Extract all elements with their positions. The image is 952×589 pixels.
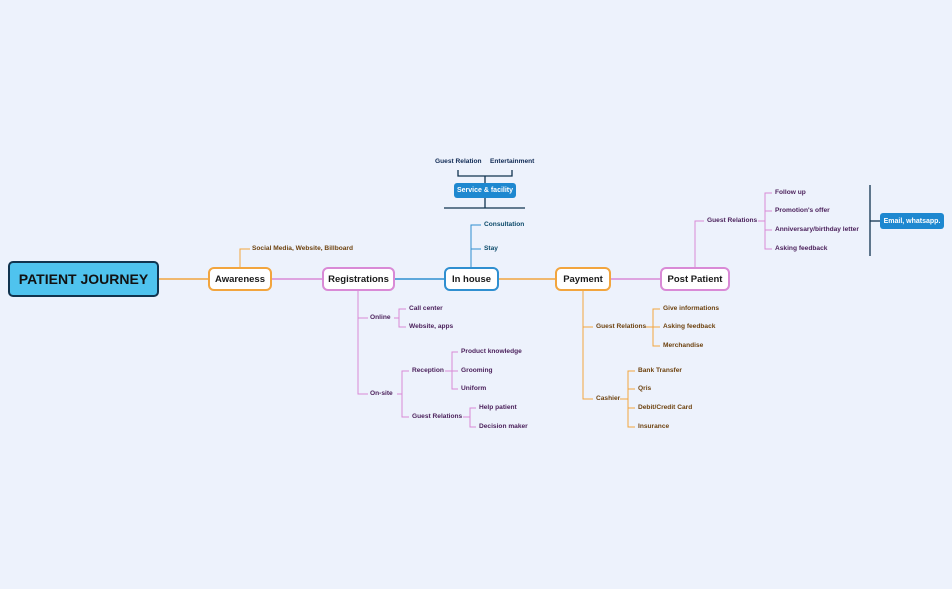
cashier-qris[interactable]: Qris bbox=[638, 385, 652, 392]
in-house-consultation[interactable]: Consultation bbox=[484, 221, 525, 228]
service-child-guest-relation[interactable]: Guest Relation bbox=[435, 158, 482, 165]
online-call-center[interactable]: Call center bbox=[409, 305, 443, 312]
post-promotions-offer[interactable]: Promotion's offer bbox=[775, 207, 830, 214]
email-whatsapp-pill[interactable]: Email, whatsapp. bbox=[880, 213, 944, 229]
on-site-guest-relations[interactable]: Guest Relations bbox=[412, 413, 463, 420]
post-patient-guest-relations[interactable]: Guest Relations bbox=[707, 217, 758, 224]
online-website-apps[interactable]: Website, apps bbox=[409, 323, 454, 330]
awareness-channels[interactable]: Social Media, Website, Billboard bbox=[252, 245, 354, 252]
service-facility-pill[interactable]: Service & facility bbox=[454, 183, 516, 198]
service-child-entertainment[interactable]: Entertainment bbox=[490, 158, 535, 165]
in-house-stay[interactable]: Stay bbox=[484, 245, 498, 252]
stage-post-patient[interactable]: Post Patient bbox=[660, 267, 730, 291]
payment-guest-relations[interactable]: Guest Relations bbox=[596, 323, 647, 330]
payment-give-informations[interactable]: Give informations bbox=[663, 305, 720, 312]
stage-awareness[interactable]: Awareness bbox=[208, 267, 272, 291]
post-anniversary-letter[interactable]: Anniversary/birthday letter bbox=[775, 226, 859, 233]
reception-grooming[interactable]: Grooming bbox=[461, 367, 493, 374]
cashier-insurance[interactable]: Insurance bbox=[638, 423, 670, 430]
cashier-debit-credit-card[interactable]: Debit/Credit Card bbox=[638, 404, 693, 411]
reception-product-knowledge[interactable]: Product knowledge bbox=[461, 348, 522, 355]
stage-payment[interactable]: Payment bbox=[555, 267, 611, 291]
guest-relations-decision-maker[interactable]: Decision maker bbox=[479, 423, 528, 430]
cashier-bank-transfer[interactable]: Bank Transfer bbox=[638, 367, 682, 374]
stage-in-house[interactable]: In house bbox=[444, 267, 499, 291]
post-follow-up[interactable]: Follow up bbox=[775, 189, 806, 196]
root-node-patient-journey[interactable]: PATIENT JOURNEY bbox=[8, 261, 159, 297]
guest-relations-help-patient[interactable]: Help patient bbox=[479, 404, 517, 411]
reception-uniform[interactable]: Uniform bbox=[461, 385, 487, 392]
payment-cashier[interactable]: Cashier bbox=[596, 395, 621, 402]
payment-merchandise[interactable]: Merchandise bbox=[663, 342, 704, 349]
registrations-online[interactable]: Online bbox=[370, 314, 391, 321]
post-asking-feedback[interactable]: Asking feedback bbox=[775, 245, 828, 252]
stage-registrations[interactable]: Registrations bbox=[322, 267, 395, 291]
registrations-on-site[interactable]: On-site bbox=[370, 390, 393, 397]
on-site-reception[interactable]: Reception bbox=[412, 367, 444, 374]
payment-asking-feedback[interactable]: Asking feedback bbox=[663, 323, 716, 330]
